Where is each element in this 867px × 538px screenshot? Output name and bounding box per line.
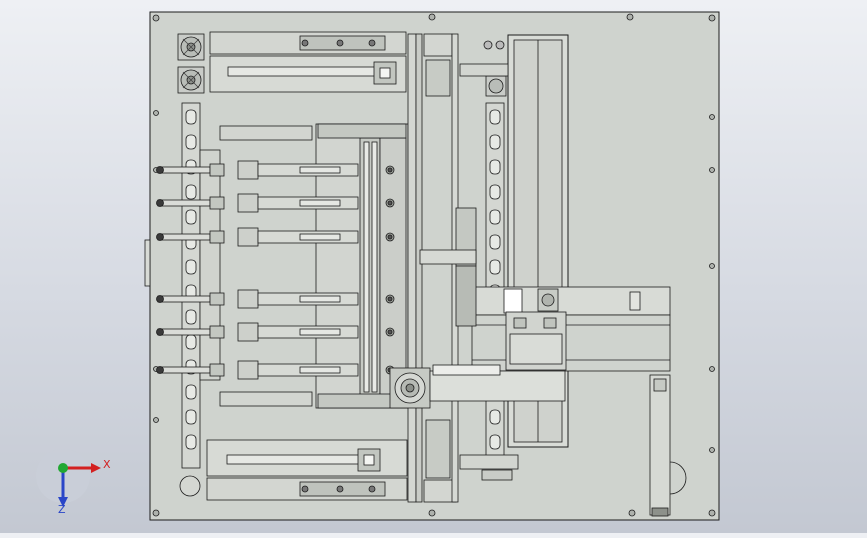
vertical-guide-column [407, 33, 459, 503]
coordinate-triad [36, 449, 101, 507]
rail-slot [489, 109, 501, 125]
x-axis-module [471, 286, 671, 372]
rail-slot [185, 134, 197, 150]
rail-slot [185, 259, 197, 275]
rail-slot [185, 434, 197, 450]
z-axis-label: Z [58, 503, 66, 516]
gripper-arm [429, 370, 566, 402]
cylinder-row [156, 289, 395, 309]
top-actuator [209, 31, 407, 93]
rail-slot [489, 259, 501, 275]
right-slotted-rail [485, 102, 505, 469]
cylinder-row [156, 193, 395, 213]
rail-slot [489, 184, 501, 200]
cylinder-row [156, 160, 395, 180]
rail-slot [185, 309, 197, 325]
fan-top [177, 33, 205, 61]
rail-slot [185, 209, 197, 225]
rail-slot [185, 109, 197, 125]
lower-right-post [649, 374, 687, 517]
rotary-joint [389, 367, 431, 409]
rail-slot [185, 334, 197, 350]
rail-slot [489, 409, 501, 425]
rail-slot [489, 134, 501, 150]
left-bracket [199, 149, 221, 381]
cylinder-row [156, 360, 395, 380]
corner-holes [152, 13, 716, 517]
fan-bottom [177, 66, 205, 94]
rail-slot [489, 159, 501, 175]
rail-slot [185, 409, 197, 425]
x-axis-label: X [103, 458, 111, 471]
rail-slot [489, 209, 501, 225]
rail-slot [185, 184, 197, 200]
rail-slot [185, 384, 197, 400]
carriage [505, 311, 567, 371]
left-slotted-rail [181, 102, 201, 469]
cylinder-row [156, 227, 395, 247]
sensor-bracket [459, 454, 519, 470]
motor-block [419, 207, 477, 327]
plate-left-edge-notch [144, 239, 151, 287]
bottom-actuator [179, 439, 408, 501]
cylinder-rows [156, 160, 395, 380]
cylinder-row [156, 322, 395, 342]
rail-slot [489, 234, 501, 250]
rail-slot [489, 434, 501, 450]
